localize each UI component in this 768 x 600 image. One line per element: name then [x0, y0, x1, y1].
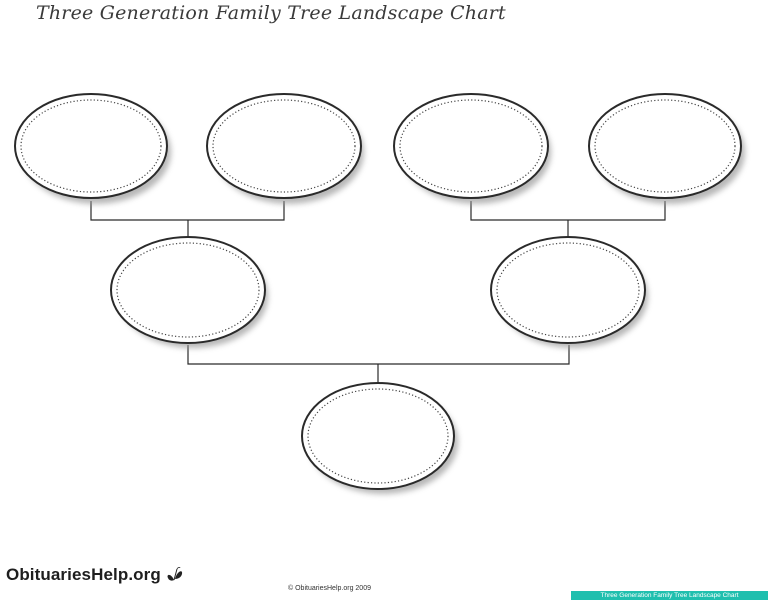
copyright-text: © ObituariesHelp.org 2009 [288, 585, 371, 592]
butterfly-icon [165, 565, 185, 585]
oval-parent-2[interactable] [490, 236, 648, 348]
connector-parents [187, 345, 570, 365]
oval-grandparent-4[interactable] [588, 93, 745, 204]
connector-left-grandparents [90, 201, 285, 221]
page-title: Three Generation Family Tree Landscape C… [36, 2, 506, 24]
oval-parent-1[interactable] [110, 236, 268, 348]
footer-title-tab: Three Generation Family Tree Landscape C… [571, 591, 768, 600]
oval-grandparent-1[interactable] [14, 93, 171, 204]
oval-grandparent-2[interactable] [206, 93, 364, 204]
oval-self[interactable] [301, 382, 458, 494]
obituarieshelp-logo[interactable]: ObituariesHelp.org [6, 565, 185, 585]
oval-grandparent-3[interactable] [393, 93, 551, 204]
connector-right-grandparents [470, 201, 666, 221]
connector-lines [90, 201, 666, 386]
logo-text: ObituariesHelp.org [6, 565, 161, 584]
